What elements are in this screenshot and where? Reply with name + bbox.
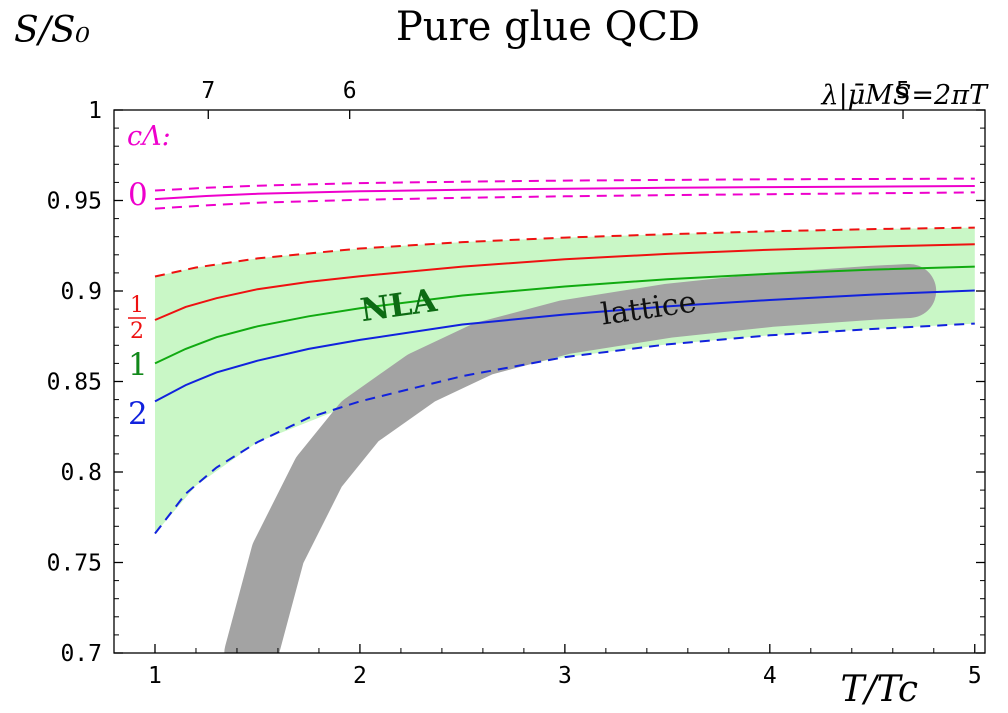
series-line-0-lower — [154, 191, 975, 210]
top-tick-label: 7 — [201, 78, 215, 104]
y-tick-label: 0.8 — [60, 460, 102, 486]
y-tick-label: 0.7 — [60, 641, 102, 667]
series-layer — [154, 177, 975, 535]
series-label-1: 1 — [128, 347, 148, 383]
y-tick-label: 1 — [88, 98, 102, 124]
y-tick-label: 0.85 — [47, 370, 102, 396]
x-tick-label: 4 — [763, 663, 777, 689]
chart-title: Pure glue QCD — [396, 4, 700, 50]
series-line-1-2 — [154, 243, 975, 321]
x-tick-label: 1 — [148, 663, 162, 689]
top-tick-label: 5 — [896, 78, 910, 104]
series-label-half-numerator: 1 — [130, 293, 144, 318]
x-axis-label: T/Tc — [840, 669, 918, 710]
series-label-0: 0 — [128, 177, 148, 213]
legend-title: cΛ: — [127, 121, 171, 152]
x-tick-label: 5 — [968, 663, 982, 689]
series-line-2 — [154, 289, 975, 403]
y-tick-label: 0.9 — [60, 279, 102, 305]
y-axis-label: S/S₀ — [14, 10, 90, 51]
series-line-1 — [154, 265, 975, 365]
top-axis-label: λ|μ̄MS=2πT — [821, 80, 989, 111]
series-line-0-upper — [154, 177, 975, 192]
x-tick-label: 2 — [353, 663, 367, 689]
series-label-half-denominator: 2 — [130, 319, 144, 344]
top-tick-label: 6 — [343, 78, 357, 104]
series-line-2-lower — [154, 322, 975, 535]
y-tick-label: 0.75 — [47, 551, 102, 577]
y-tick-label: 0.95 — [47, 189, 102, 215]
series-line-0 — [154, 185, 975, 201]
series-line-1-2-upper — [154, 226, 975, 278]
series-label-2: 2 — [128, 396, 148, 432]
x-tick-label: 3 — [558, 663, 572, 689]
